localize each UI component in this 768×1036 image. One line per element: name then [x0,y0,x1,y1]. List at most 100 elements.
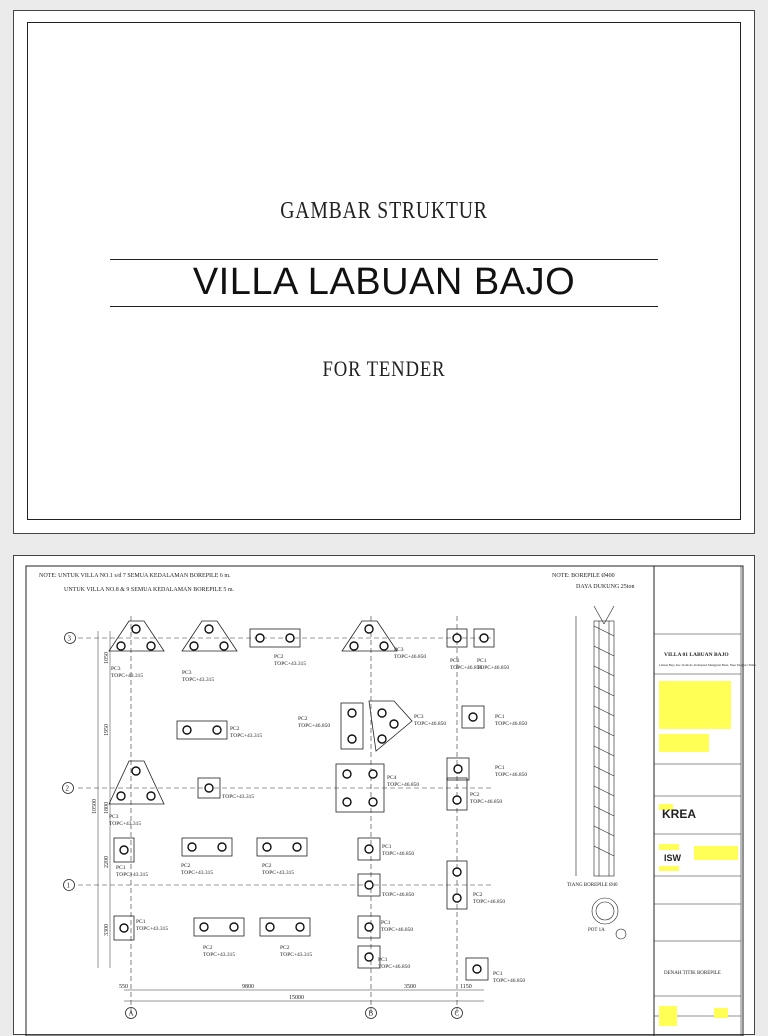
lbl-pc1-c0-1: PC1 [493,971,503,977]
lbl-pc3-c3-2: TOPC+46.850 [394,654,426,660]
lbl-pc2-mid2-1: PC2 [298,716,308,722]
pilecap-pc1-a1 [113,837,135,863]
lbl-pc2-mid2-2: TOPC+46.850 [298,723,330,729]
highlight-notes [659,681,731,729]
dim-3300: 3300 [104,924,110,936]
cover-subtitle: GAMBAR STRUKTUR [280,198,488,224]
pilecap-pc2-b1a [181,837,233,857]
lbl-pc3-a2-2: TOPC+43.315 [109,821,141,827]
dim-10500: 10500 [92,799,98,814]
pilecap-pc1-b1 [357,837,381,861]
lbl-pc1-right1-1: PC1 [495,714,505,720]
lbl-pc1-a0-1: PC1 [136,919,146,925]
pilecap-pc2-top [249,628,301,648]
lbl-pc1-right2-1: PC1 [495,765,505,771]
borepiles [116,624,489,974]
pilecap-labels: PC3 TOPC+43.315 PC3 TOPC+43.315 PC2 TOPC… [109,647,527,984]
lbl-topc-a2-2: TOPC+43.315 [222,794,254,800]
lbl-pc2-b1b-2: TOPC+43.315 [262,870,294,876]
grid-row-1: 1 [67,882,71,890]
cover-tender: FOR TENDER [322,356,446,381]
grid-col-a: A [129,1010,134,1018]
lbl-topc-b1-2: TOPC+46.850 [382,892,414,898]
lbl-pc1-b1-2: TOPC+46.850 [382,851,414,857]
lbl-pc1-c3-1: PC1 [477,658,487,664]
pilecap-topc-b1 [357,873,381,897]
note-line-1: NOTE: UNTUK VILLA NO.1 s/d 7 SEMUA KEDAL… [39,573,231,579]
pilecap-pc2-b1b [256,837,308,857]
lbl-pc3-b3-2: TOPC+43.315 [182,677,214,683]
pilecap-pc1-c3 [473,628,495,648]
pilecap-pc2-right [446,777,468,811]
pile-caps [108,620,495,981]
dim-2200: 2200 [104,856,110,868]
lbl-pc1-b0b-1: PC1 [378,957,388,963]
grid-row-2: 2 [66,785,70,793]
pilecap-pc3-mid [368,700,413,752]
dimension-lines [97,631,484,1002]
lbl-pc2-b0b-1: PC2 [280,945,290,951]
pilecap-pc2-b0b [259,917,311,937]
cover-title: VILLA LABUAN BAJO [192,261,576,303]
dim-1950: 1950 [104,724,110,736]
note-right-2: DAYA DUKUNG 25ton [576,584,634,590]
lbl-pc2-c3-2: TOPC+46.850 [450,665,482,671]
lbl-pc2-b1a-2: TOPC+43.315 [181,870,213,876]
grid-row-3: 3 [68,635,72,643]
pilecap-pc2-mid [176,720,228,740]
lbl-pc2-b1b-1: PC2 [262,863,272,869]
pilecap-pc2-c3 [446,628,468,648]
dim-3500: 3500 [404,984,416,990]
dim-1800: 1800 [104,802,110,814]
borepile-section: POT 1A [588,928,605,933]
cover-sheet: GAMBAR STRUKTUR VILLA LABUAN BAJO FOR TE… [13,10,755,534]
title-rule-top [110,259,658,260]
pilecap-pc1-right2 [446,757,470,781]
dim-15000: 15000 [289,995,304,1001]
borepile-plan-drawing: NOTE: UNTUK VILLA NO.1 s/d 7 SEMUA KEDAL… [25,565,756,1036]
lbl-pc3-mid-2: TOPC+46.850 [414,721,446,727]
lbl-pc1-b1-1: PC1 [382,844,392,850]
pilecap-topc-a2 [197,777,221,799]
lbl-pc2-top-1: PC2 [274,654,284,660]
pilecap-pc1-b0a [357,915,381,939]
grid-col-c: C [455,1010,460,1018]
lbl-pc1-right1-2: TOPC+46.850 [495,721,527,727]
lbl-pc3-a3-1: PC3 [111,666,121,672]
lbl-pc1-a1-1: PC1 [116,865,126,871]
pilecap-pc2-c1 [446,860,468,910]
grid-row-markers [62,632,463,1019]
lbl-pc1-a1-2: TOPC+43.315 [116,872,148,878]
lbl-pc4-2: TOPC+46.850 [387,782,419,788]
lbl-pc1-a0-2: TOPC+43.315 [136,926,168,932]
plan-sheet: NOTE: UNTUK VILLA NO.1 s/d 7 SEMUA KEDAL… [13,555,756,1036]
titleblock-project: VILLA 01 LABUAN BAJO [664,652,729,658]
pilecap-pc2-b0a [193,917,245,937]
lbl-pc1-b0a-1: PC1 [381,920,391,926]
lbl-pc3-b3-1: PC3 [182,670,192,676]
grid-col-b: B [369,1010,374,1018]
lbl-pc3-a3-2: TOPC+43.315 [111,673,143,679]
pilecap-pc1-b0b [357,945,381,969]
dim-1150: 1150 [460,984,472,990]
lbl-pc1-b0a-2: TOPC+46.850 [381,927,413,933]
lbl-pc2-c1-2: TOPC+46.850 [473,899,505,905]
lbl-pc2-right-2: TOPC+46.850 [470,799,502,805]
lbl-pc1-b0b-2: TOPC+46.850 [378,964,410,970]
title-rule-bottom [110,306,658,307]
pilecap-pc1-c0 [465,957,489,981]
lbl-pc2-b1a-1: PC2 [181,863,191,869]
pilecap-pc3-a2 [108,760,165,805]
lbl-pc1-c3-2: TOPC+46.850 [477,665,509,671]
titleblock-consultant: KREA [662,807,696,821]
note-line-2: UNTUK VILLA NO.8 & 9 SEMUA KEDALAMAN BOR… [64,587,235,593]
cover-border: GAMBAR STRUKTUR VILLA LABUAN BAJO FOR TE… [27,22,741,520]
titleblock-drawing-title: DENAH TITIK BOREPILE [664,971,721,976]
note-right-1: NOTE: BOREPILE Ø400 [552,573,615,579]
titleblock-location: Labuan Bajo, Kec. Komodo, Kabupaten Mang… [659,663,756,668]
titleblock-engineer: ISW [664,853,682,863]
dim-1050: 1050 [104,652,110,664]
lbl-pc2-right-1: PC2 [470,792,480,798]
highlight-notes-2 [659,734,709,752]
lbl-pc2-b0b-2: TOPC+43.315 [280,952,312,958]
